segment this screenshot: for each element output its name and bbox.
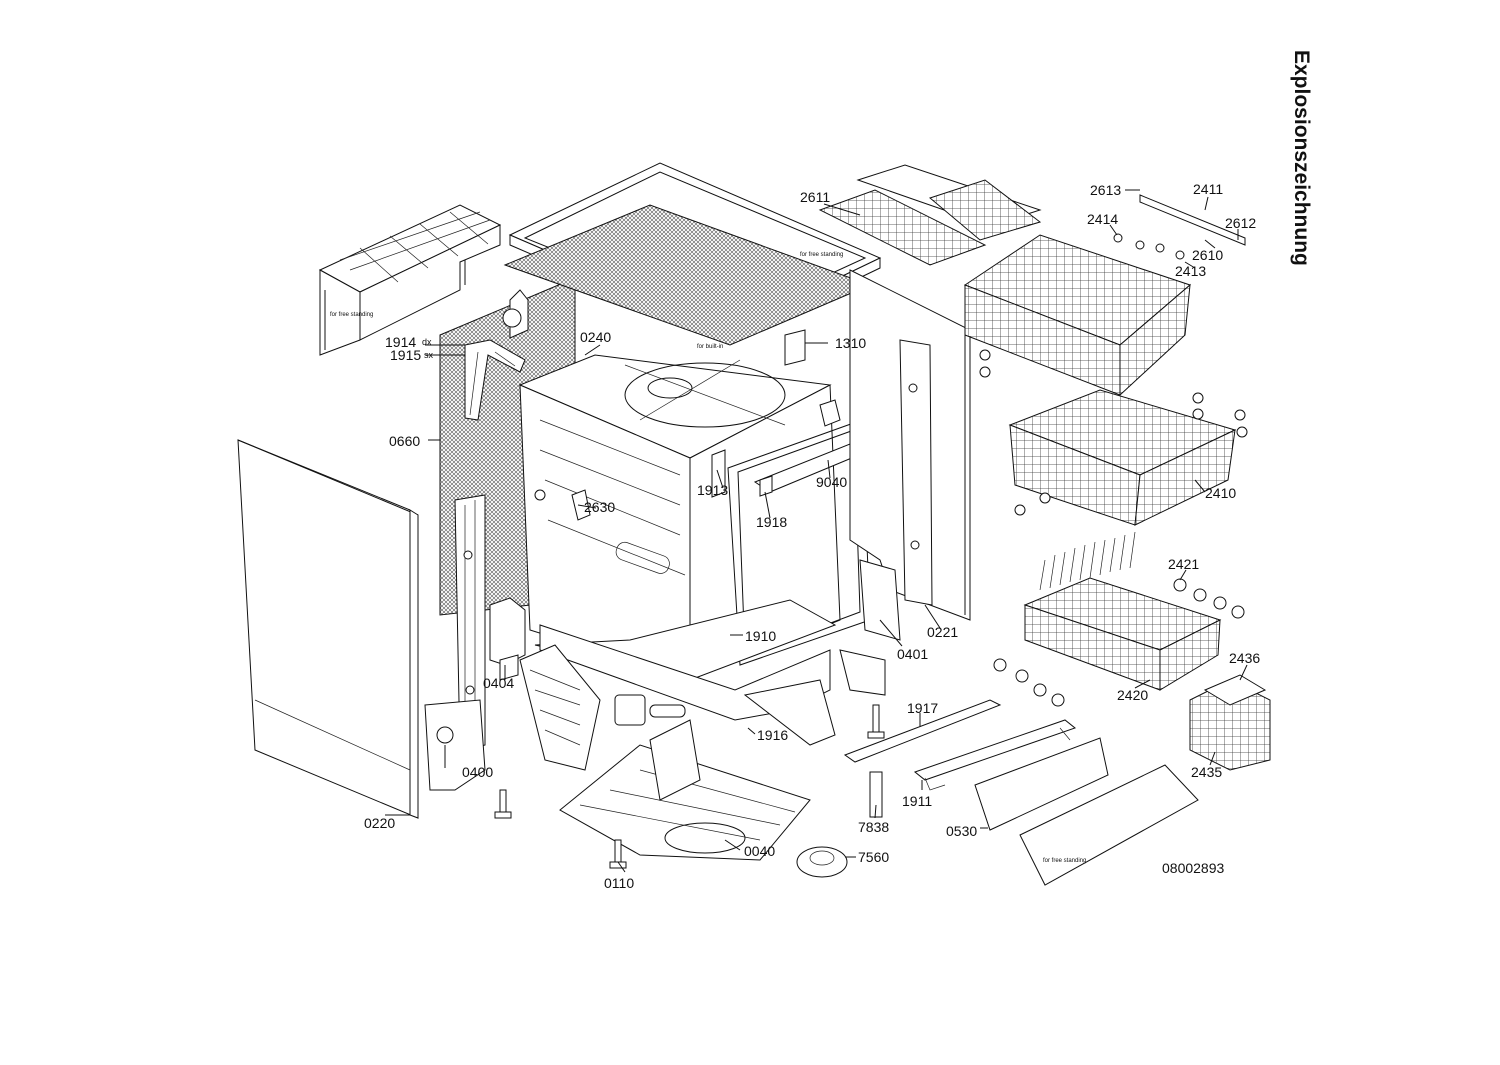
label-2435: 2435 bbox=[1191, 764, 1222, 780]
label-2420: 2420 bbox=[1117, 687, 1148, 703]
label-1910: 1910 bbox=[745, 628, 776, 644]
top-cutlery-trays bbox=[818, 164, 1042, 266]
drawing-number: 08002893 bbox=[1162, 860, 1225, 876]
label-2611: 2611 bbox=[800, 189, 830, 205]
rail-1911 bbox=[913, 719, 1077, 791]
suffix-sx: sx bbox=[424, 350, 434, 360]
label-0221: 0221 bbox=[927, 624, 958, 640]
label-2436: 2436 bbox=[1229, 650, 1260, 666]
note-free-standing-lid: for free standing bbox=[800, 252, 843, 258]
label-2421: 2421 bbox=[1168, 556, 1199, 572]
part-labels: 2611 2613 2411 2414 2612 2610 2413 1914 … bbox=[364, 181, 1260, 891]
label-0530: 0530 bbox=[946, 823, 977, 839]
label-2610: 2610 bbox=[1192, 247, 1223, 263]
lower-basket bbox=[1023, 531, 1222, 691]
label-2414: 2414 bbox=[1087, 211, 1118, 227]
label-0404: 0404 bbox=[483, 675, 514, 691]
label-2413: 2413 bbox=[1175, 263, 1206, 279]
feet-screws bbox=[494, 704, 885, 878]
drawing-title: Explosionszeichnung bbox=[1290, 50, 1313, 266]
label-2612: 2612 bbox=[1225, 215, 1256, 231]
label-1911: 1911 bbox=[902, 793, 932, 809]
label-1310: 1310 bbox=[835, 335, 866, 351]
small-brackets bbox=[711, 329, 886, 696]
label-9040: 9040 bbox=[816, 474, 847, 490]
suffix-dx: dx bbox=[422, 337, 432, 347]
label-0400: 0400 bbox=[462, 764, 493, 780]
tub-body bbox=[518, 354, 841, 681]
label-0220: 0220 bbox=[364, 815, 395, 831]
cutlery-basket bbox=[1189, 674, 1271, 771]
upper-basket bbox=[963, 234, 1191, 397]
label-0110: 0110 bbox=[604, 875, 634, 891]
side-rail-left bbox=[424, 494, 486, 791]
rail-1917 bbox=[843, 699, 1002, 763]
label-1915: 1915 bbox=[390, 347, 421, 363]
top-left-bracket: for free standing bbox=[318, 204, 502, 356]
label-0240: 0240 bbox=[580, 329, 611, 345]
label-1913: 1913 bbox=[697, 482, 728, 498]
label-1918: 1918 bbox=[756, 514, 787, 530]
label-0401: 0401 bbox=[897, 646, 928, 662]
hinge-block bbox=[489, 597, 526, 681]
note-free-standing-left: for free standing bbox=[330, 312, 373, 318]
right-side-panel bbox=[849, 269, 971, 641]
label-0660: 0660 bbox=[389, 433, 420, 449]
middle-basket bbox=[1008, 389, 1237, 526]
label-1917: 1917 bbox=[907, 700, 938, 716]
label-0040: 0040 bbox=[744, 843, 775, 859]
base-assembly bbox=[519, 599, 837, 861]
note-built-in: for built-in bbox=[697, 344, 723, 350]
leader-lines bbox=[385, 189, 1248, 873]
basket-rail bbox=[1139, 194, 1246, 246]
note-free-standing-plinth: for free standing bbox=[1043, 858, 1086, 864]
label-7838: 7838 bbox=[858, 819, 889, 835]
plinth-0530 bbox=[974, 737, 1109, 831]
label-1914: 1914 bbox=[385, 334, 416, 350]
door-panel bbox=[237, 439, 419, 819]
label-2411: 2411 bbox=[1193, 181, 1223, 197]
label-2410: 2410 bbox=[1205, 485, 1236, 501]
bracket-1914-1915 bbox=[464, 339, 526, 421]
label-2613: 2613 bbox=[1090, 182, 1121, 198]
label-2630: 2630 bbox=[584, 499, 615, 515]
plinth-cover: for free standing bbox=[1019, 764, 1199, 886]
label-7560: 7560 bbox=[858, 849, 889, 865]
label-1916: 1916 bbox=[757, 727, 788, 743]
basket-rollers bbox=[979, 233, 1248, 707]
